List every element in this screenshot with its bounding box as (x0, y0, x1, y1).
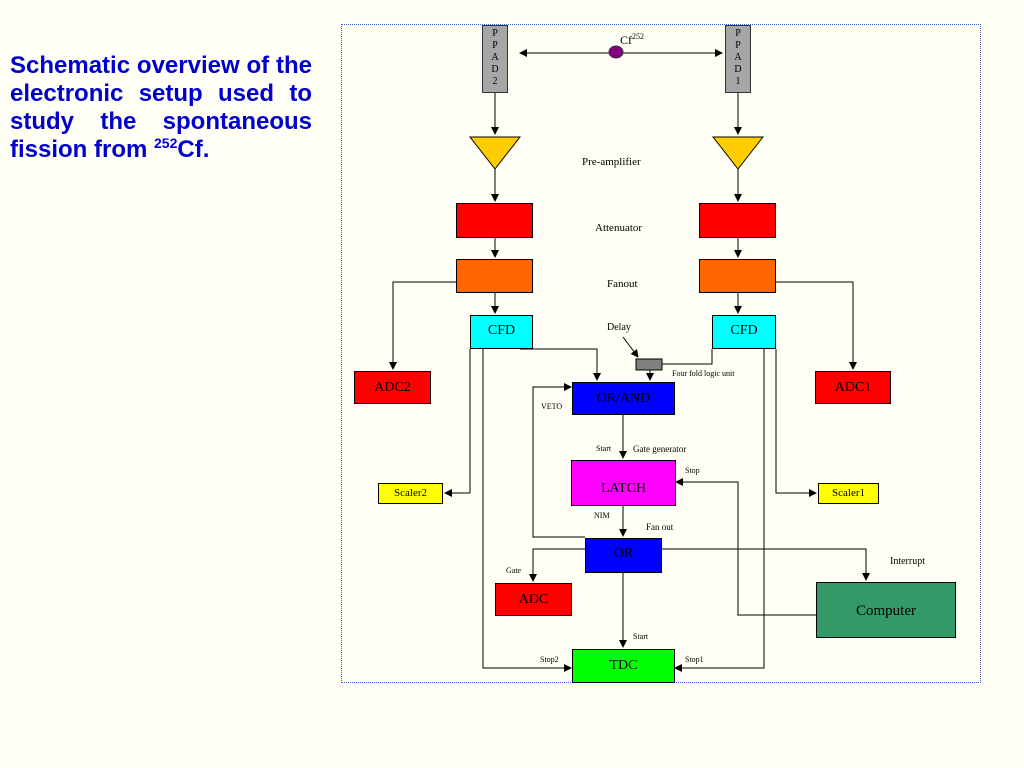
cf-mass: 252 (632, 32, 644, 41)
adc2-module: ADC2 (354, 371, 431, 404)
slide-title: Schematic overview of the electronic set… (10, 52, 312, 164)
start-label-tdc: Start (633, 632, 649, 641)
latch-label: LATCH (600, 481, 647, 496)
delay-unit (635, 358, 663, 371)
scaler2-label: Scaler2 (394, 487, 427, 499)
tdc-unit: TDC (572, 649, 675, 683)
or-label: OR (613, 546, 634, 561)
wire-fanout-adc2 (389, 281, 457, 370)
nim-label: NIM (594, 511, 610, 520)
attenuator-right (699, 203, 776, 238)
ppad1-detector: P P A D 1 (725, 25, 751, 93)
wire-cfdr-delay (662, 349, 713, 365)
adc-label: ADC (518, 592, 549, 607)
cfd-right: CFD (712, 315, 776, 349)
gate-label: Gate (506, 566, 522, 575)
computer-unit: Computer (816, 582, 956, 638)
stop2-label: Stop2 (540, 655, 559, 664)
ppad1-letter: D (734, 64, 742, 75)
wire-computer-latch (675, 478, 816, 616)
title-isotope-mass: 252 (154, 135, 178, 151)
title-isotope-symbol: Cf. (177, 136, 210, 163)
scaler2-module: Scaler2 (378, 483, 443, 504)
wire-cfdr-tdc (674, 349, 765, 672)
fanout-right (699, 259, 776, 293)
latch-unit: LATCH (571, 460, 676, 506)
start-label-latch: Start (596, 444, 612, 453)
ppad1-letter: P (735, 40, 741, 51)
adc1-module: ADC1 (815, 371, 891, 404)
ppad1-letter: 1 (735, 76, 741, 87)
wire-or-veto (532, 383, 585, 538)
ppad1-letter: P (735, 28, 741, 39)
or-unit: OR (585, 538, 662, 573)
ppad2-detector: P P A D 2 (482, 25, 508, 93)
ppad1-letter: A (734, 52, 742, 63)
cfd-right-label: CFD (730, 323, 758, 338)
wire-cfdl-scaler2 (444, 349, 471, 497)
interrupt-label: Interrupt (890, 556, 925, 567)
fanout-left (456, 259, 533, 293)
delay-pointer (622, 336, 639, 358)
cfd-left-label: CFD (487, 323, 516, 338)
wire-cfdl-tdc (482, 349, 572, 672)
wire-or-adc (529, 548, 585, 582)
preamp-left (468, 136, 522, 170)
attenuator-left (456, 203, 533, 238)
cfd-left: CFD (470, 315, 533, 349)
scaler1-module: Scaler1 (818, 483, 879, 504)
ppad2-letter: P (492, 28, 498, 39)
adc2-label: ADC2 (374, 380, 411, 395)
four-fold-label: Four fold logic unit (672, 369, 735, 378)
title-text: Schematic overview of the electronic set… (10, 52, 312, 163)
veto-label: VETO (541, 402, 563, 411)
wire-fanout-adc1 (776, 281, 857, 370)
wire-or-computer (662, 548, 870, 581)
delay-label: Delay (607, 322, 631, 333)
or-and-unit: OR/AND (572, 382, 675, 415)
cf-source (608, 45, 624, 59)
wire-cfdr-scaler1 (775, 349, 817, 497)
wire-cfdl-orand (520, 348, 601, 381)
preamp-right (711, 136, 765, 170)
or-and-label: OR/AND (596, 391, 651, 406)
adc1-label: ADC1 (834, 380, 872, 395)
ppad2-letter: A (491, 52, 499, 63)
stop1-label: Stop1 (685, 655, 704, 664)
ppad2-letter: 2 (492, 76, 498, 87)
tdc-label: TDC (609, 658, 638, 673)
adc-module: ADC (495, 583, 572, 616)
cf-symbol: Cf (620, 33, 632, 47)
computer-label: Computer (856, 603, 916, 619)
ppad2-letter: P (492, 40, 498, 51)
ppad2-letter: D (491, 64, 499, 75)
preamp-label: Pre-amplifier (582, 156, 641, 168)
cf-label: Cf252 (620, 32, 644, 48)
scaler1-label: Scaler1 (832, 487, 865, 499)
stop-label-latch: Stop (685, 466, 700, 475)
fan-out-label: Fan out (646, 522, 674, 532)
fanout-label: Fanout (607, 278, 638, 290)
attenuator-label: Attenuator (595, 222, 643, 234)
gate-generator-label: Gate generator (633, 444, 687, 454)
